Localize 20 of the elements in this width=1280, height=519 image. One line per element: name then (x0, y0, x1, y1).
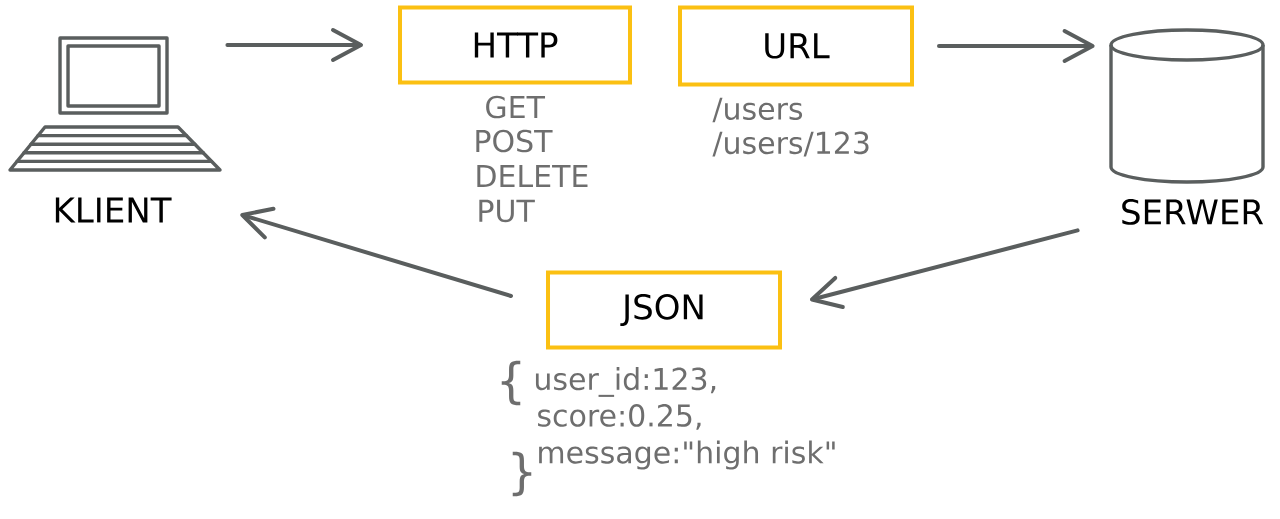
curly-brace: { (501, 360, 521, 406)
method-label: PUT (479, 199, 535, 223)
method-label: DELETE (477, 165, 588, 187)
label-box: HTTP (398, 5, 632, 85)
label-box: JSON (546, 270, 782, 350)
path-label: /users/123 (712, 131, 869, 157)
curly-brace: } (512, 451, 532, 497)
method-label: POST (476, 129, 553, 153)
label-box: URL (678, 5, 914, 87)
method-label: GET (486, 95, 546, 119)
arrow (937, 29, 1095, 63)
arrow (809, 228, 1080, 309)
code-line: user_id:123, (535, 367, 716, 397)
arrow (240, 206, 513, 298)
path-label: /users (712, 97, 803, 123)
node-caption: KLIENT (55, 197, 172, 223)
node-caption: SERWER (1122, 199, 1264, 225)
code-line: message:"high risk" (539, 440, 835, 470)
code-line: score:0.25, (538, 404, 701, 430)
arrow (225, 28, 363, 62)
